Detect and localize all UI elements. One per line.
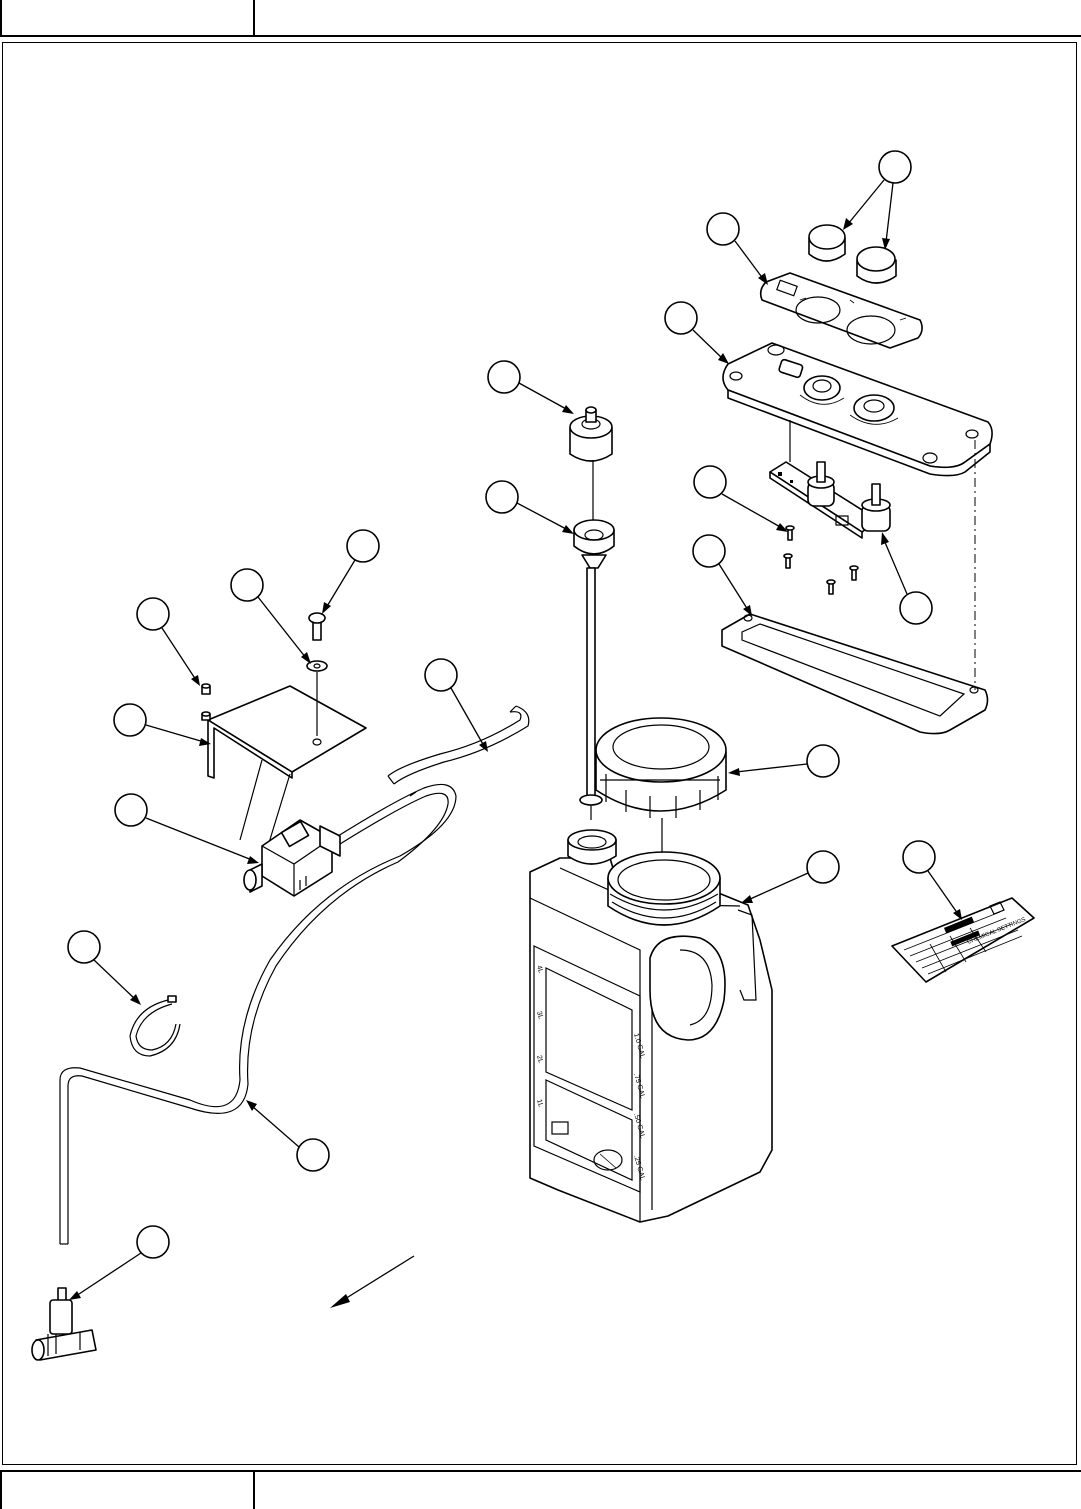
tank-fitting (573, 519, 615, 569)
callout-small-screw (136, 597, 200, 686)
callout-bubbles (67, 150, 962, 1300)
small-screw-2 (201, 711, 211, 721)
tank-lid (595, 717, 727, 818)
long-hose (59, 783, 457, 1245)
button-knob-left (808, 224, 846, 262)
callout-board-screw (693, 465, 788, 532)
header-divider-left (0, 0, 2, 36)
page-header (0, 0, 1081, 37)
circuit-board-screws (783, 525, 859, 595)
footer-divider (253, 1470, 255, 1509)
callout-settings-decal (902, 840, 962, 920)
button-knob-right (856, 246, 897, 284)
dip-tube (579, 567, 603, 820)
callout-bracket-screw (322, 529, 380, 614)
callout-solenoid (114, 793, 259, 864)
mounting-bracket (207, 685, 367, 779)
header-rule (0, 35, 1081, 37)
diagram-frame (2, 42, 1077, 1465)
tank-mark-left-1: 4L (535, 965, 544, 975)
callout-long-hose (246, 1100, 330, 1172)
header-divider (253, 0, 255, 36)
callout-tank-lid (728, 744, 840, 778)
callout-tank (741, 850, 840, 903)
tank-mark-left-3: 2L (535, 1055, 544, 1065)
callout-bracket (113, 703, 211, 746)
callout-short-hose (424, 658, 488, 752)
callout-panel-cover (664, 301, 729, 364)
callout-flat-washer (230, 568, 311, 664)
tank-cap-top (569, 406, 613, 462)
control-panel-cover (722, 342, 993, 477)
direction-arrow (330, 1255, 415, 1308)
tank-mark-left-4: 1L (535, 1099, 544, 1109)
panel-gasket (721, 613, 989, 735)
callout-button-knobs (843, 150, 912, 250)
page-footer (0, 1470, 1081, 1509)
callout-cap-top (487, 360, 574, 414)
callout-control-decal (706, 212, 768, 285)
hose-clamp (129, 995, 181, 1057)
callout-gasket (692, 534, 752, 616)
callout-potentiometer (881, 532, 933, 625)
chemical-tank (529, 829, 773, 1223)
bracket-screw (308, 612, 326, 641)
footer-rule (0, 1470, 1081, 1472)
tee-fitting (31, 1287, 97, 1361)
potentiometer-board (769, 461, 891, 539)
footer-divider-left (0, 1470, 2, 1509)
control-decal (759, 272, 923, 349)
callout-hose-clamp (67, 930, 141, 1005)
tank-level-marks-left: 4L 3L 2L 1L (535, 965, 544, 1109)
short-hose (387, 705, 530, 785)
pump-solenoid (243, 819, 341, 897)
tank-mark-left-2: 3L (535, 1011, 544, 1021)
callout-tank-fitting (485, 480, 574, 534)
chemical-settings-decal: CHEMICAL SETTINGS (891, 897, 1035, 983)
callout-tee-fitting (69, 1225, 170, 1300)
small-screw-1 (201, 683, 211, 695)
bracket-solenoid-guide (239, 759, 291, 847)
flat-washer (306, 660, 328, 672)
